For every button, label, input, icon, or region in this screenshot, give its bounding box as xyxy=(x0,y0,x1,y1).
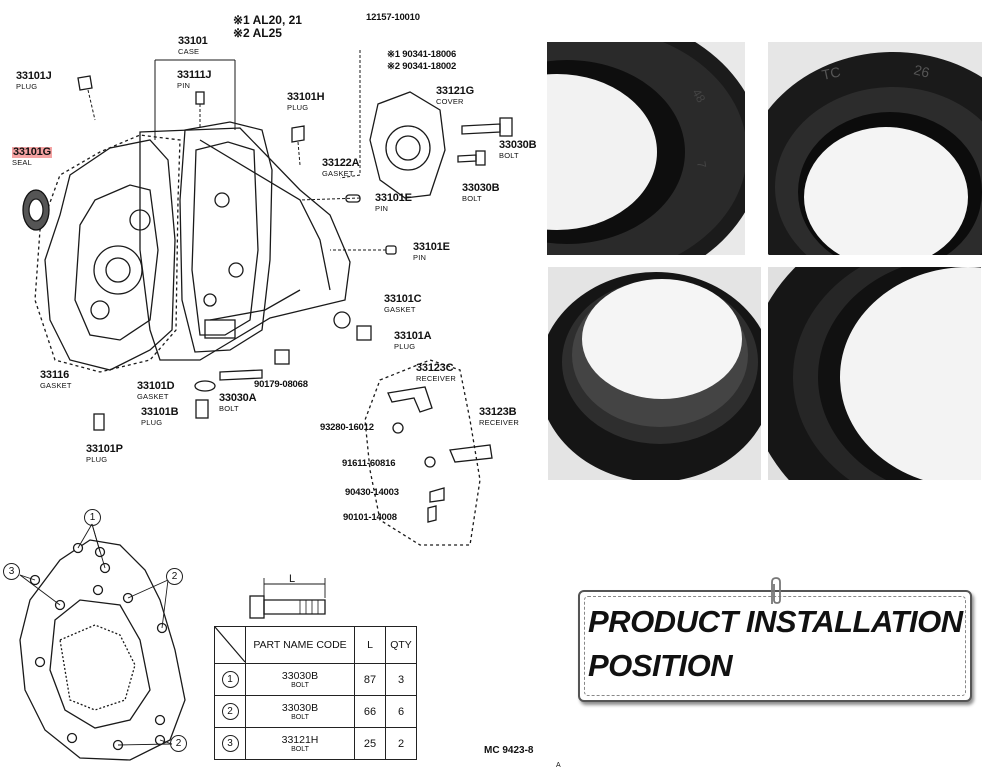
table-header-code: PART NAME CODE xyxy=(245,626,355,664)
gasket-d-part xyxy=(194,380,216,392)
plug-h-part xyxy=(291,125,305,143)
row-length: 25 xyxy=(354,727,386,760)
table-header-qty: QTY xyxy=(385,626,417,664)
ref-91611: 91611-60816 xyxy=(342,458,396,469)
plug-p-part xyxy=(93,413,105,431)
case-plate xyxy=(44,139,176,371)
model-legend: ※1 AL20, 21 ※2 AL25 xyxy=(233,14,302,40)
svg-text:TC: TC xyxy=(820,63,842,83)
seal-photo-top-right: TC 26 xyxy=(768,42,982,255)
bolt-b2-part xyxy=(457,154,477,163)
ref-12157: 12157-10010 xyxy=(366,12,420,23)
bolt-b1-part xyxy=(461,123,501,135)
intermediate-plate xyxy=(179,121,273,353)
seal-photo-bottom-left xyxy=(548,267,761,480)
plug-j-part xyxy=(77,75,93,91)
svg-text:26: 26 xyxy=(912,61,931,80)
row-length: 87 xyxy=(354,663,386,696)
row-name: BOLT xyxy=(291,714,309,721)
seal-photo-top-left: 48 7 xyxy=(547,42,745,255)
corner-mark: A xyxy=(556,762,561,769)
row-qty: 3 xyxy=(385,663,417,696)
figure-code: MC 9423-8 xyxy=(484,745,534,756)
pin-j-part xyxy=(195,91,205,105)
row-name: BOLT xyxy=(291,746,309,753)
plug-a-part xyxy=(356,325,372,341)
gasket-33116 xyxy=(34,134,181,373)
legend-line-2: ※2 AL25 xyxy=(233,26,282,40)
row-name: BOLT xyxy=(291,682,309,689)
ref-90341-b: ※2 90341-18002 xyxy=(387,61,457,72)
seal-photo-bottom-right xyxy=(768,267,981,480)
row-mark: 3 xyxy=(221,735,239,752)
svg-text:48: 48 xyxy=(689,87,708,106)
row-mark: 2 xyxy=(221,703,239,720)
table-header-row: PART NAME CODE L QTY xyxy=(214,626,417,664)
table-header-l: L xyxy=(354,626,386,664)
row-mark: 1 xyxy=(221,671,239,688)
receiver-assembly xyxy=(364,359,481,546)
bolt-illustration-head xyxy=(249,595,265,619)
installation-banner: PRODUCT INSTALLATION POSITION xyxy=(578,590,972,702)
banner-line-2: POSITION xyxy=(588,648,733,683)
row-code: 33030B xyxy=(281,702,319,714)
ref-90430: 90430-14003 xyxy=(345,487,399,498)
bolt-illustration-shank xyxy=(263,599,326,615)
callout-3: 3 xyxy=(3,563,20,580)
legend-line-1: ※1 AL20, 21 xyxy=(233,13,302,27)
cover-part xyxy=(369,91,446,199)
callout-1: 1 xyxy=(84,509,101,526)
pin-e2-part xyxy=(385,245,397,255)
bolt-length-label: L xyxy=(289,573,296,585)
gasket-c-part xyxy=(333,311,351,329)
bolt-a-part xyxy=(219,369,263,381)
plug-b-part xyxy=(195,399,209,419)
table-header-mark xyxy=(214,626,246,664)
row-code: 33121H xyxy=(281,734,319,746)
banner-line-1: PRODUCT INSTALLATION xyxy=(588,604,963,639)
transmission-case-outline xyxy=(139,127,351,361)
callout-2-bottom: 2 xyxy=(170,735,187,752)
bolt-holes xyxy=(29,542,168,751)
ref-90341-a: ※1 90341-18006 xyxy=(387,49,457,60)
paperclip-icon xyxy=(771,577,781,604)
row-length: 66 xyxy=(354,695,386,728)
callout-2-top: 2 xyxy=(166,568,183,585)
row-qty: 2 xyxy=(385,727,417,760)
ref-93280: 93280-16012 xyxy=(320,422,374,433)
svg-text:7: 7 xyxy=(694,160,709,169)
row-qty: 6 xyxy=(385,695,417,728)
ref-90101: 90101-14008 xyxy=(343,512,397,523)
gasket-bolt-pattern xyxy=(19,539,186,761)
ref-90179: 90179-08068 xyxy=(254,379,308,390)
row-code: 33030B xyxy=(281,670,319,682)
